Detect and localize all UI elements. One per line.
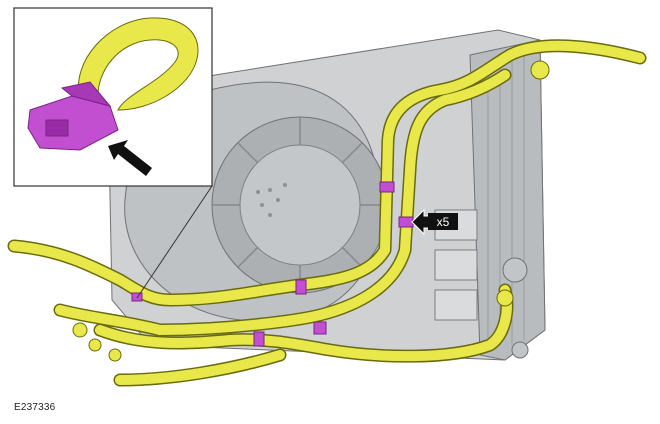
hose-clip-icon	[379, 181, 395, 193]
callout-arrow: x5	[411, 208, 458, 236]
coolant-hose-illustration	[7, 39, 647, 387]
hose-clip-icon	[313, 321, 327, 335]
hose-clips	[131, 181, 414, 347]
hose-clip-icon	[398, 216, 414, 228]
figure-id-label: E237336	[14, 402, 56, 413]
detail-leader-line	[136, 185, 213, 299]
detail-inset	[13, 7, 213, 187]
clip-count-label: x5	[437, 215, 450, 229]
arrow-pointer-icon	[108, 140, 152, 176]
hose-clip-detail	[27, 81, 119, 151]
hose-clip-icon	[131, 292, 143, 302]
hose-clip-icon	[253, 331, 265, 347]
clip-strap-illustration	[78, 17, 199, 111]
hose-clip-icon	[295, 279, 307, 295]
